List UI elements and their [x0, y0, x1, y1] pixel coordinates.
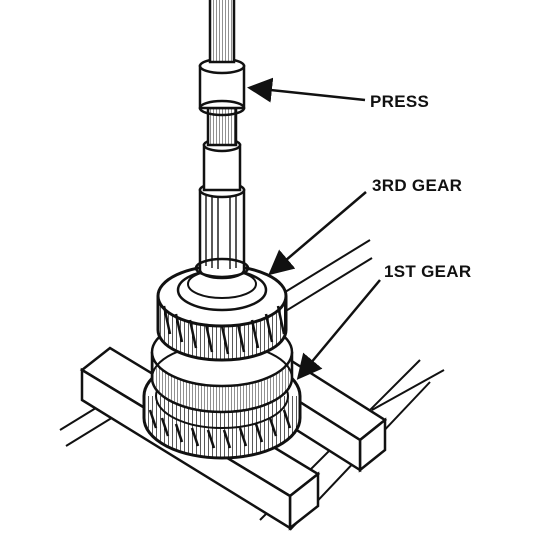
first-gear-teeth	[148, 409, 292, 449]
third-gear-label: 3RD GEAR	[372, 176, 463, 195]
shaft-splines	[205, 196, 237, 269]
press-arrow	[247, 77, 366, 103]
first-gear-arrow	[296, 279, 381, 380]
third-gear-arrow	[268, 191, 367, 276]
third-gear-teeth	[162, 305, 286, 355]
mainshaft	[194, 137, 250, 280]
first-gear-label: 1ST GEAR	[384, 262, 472, 281]
third-gear	[156, 264, 288, 362]
leader-arrows	[247, 77, 381, 380]
press-label: PRESS	[370, 92, 430, 111]
press-ram	[198, 0, 246, 147]
